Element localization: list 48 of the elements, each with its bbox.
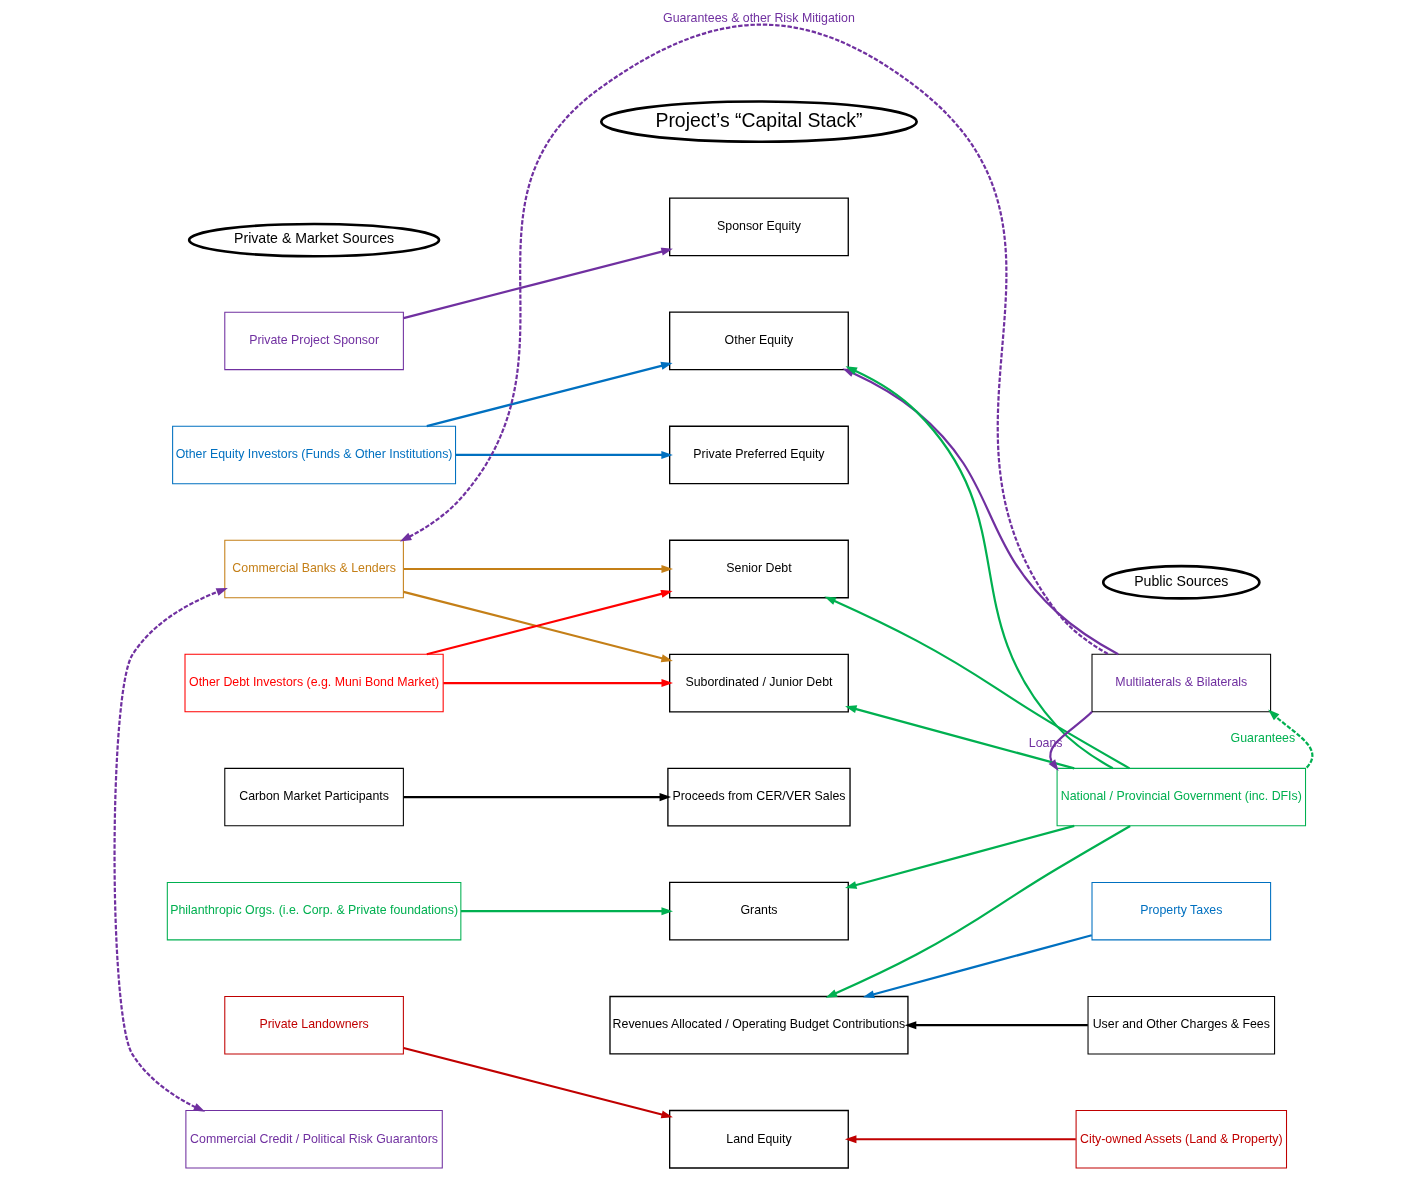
arrow [844, 1135, 1076, 1144]
arrow [403, 247, 673, 320]
arrow [461, 907, 673, 916]
node-box: Land Equity [669, 1109, 849, 1169]
edge-label: Guarantees [1230, 730, 1296, 745]
node-box: Other Equity Investors (Funds & Other Institutions) [172, 425, 457, 485]
arrow [825, 825, 1131, 998]
node-box: Philanthropic Orgs. (i.e. Corp. & Private foundations) [166, 881, 462, 941]
edge-label: Guarantees & other Risk Mitigation [663, 10, 855, 25]
node-box: Private Preferred Equity [669, 425, 849, 485]
arrow [845, 705, 1075, 770]
arrow [426, 361, 673, 428]
arrow [403, 564, 673, 574]
arrow [403, 590, 673, 663]
node-box: Subordinated / Junior Debt [669, 653, 849, 713]
node-box: Private Landowners [224, 995, 404, 1055]
arrow [455, 450, 673, 459]
node-box: National / Provincial Government (inc. DFIs) [1056, 767, 1307, 827]
arrow [403, 1046, 673, 1119]
arrow [862, 934, 1092, 999]
node-box: User and Other Charges & Fees [1087, 995, 1276, 1055]
node-box: Carbon Market Participants [224, 767, 404, 827]
node-ellipse: Public Sources [1101, 564, 1261, 600]
arrow [845, 366, 1114, 770]
arrow [443, 679, 673, 688]
node-box: Private Project Sponsor [224, 311, 404, 371]
node-box: Multilaterals & Bilaterals [1091, 653, 1272, 713]
node-box: Other Equity [669, 311, 849, 371]
node-box: Senior Debt [669, 539, 849, 599]
arrow [399, 23, 1110, 656]
arrow [824, 596, 1131, 770]
node-box: Property Taxes [1091, 881, 1272, 941]
node-box: Commercial Credit / Political Risk Guarantors [185, 1110, 443, 1169]
node-box: Proceeds from CER/VER Sales [667, 767, 851, 827]
node-ellipse: Private & Market Sources [187, 222, 441, 258]
node-ellipse: Project’s “Capital Stack” [599, 100, 918, 144]
node-box: Sponsor Equity [669, 197, 849, 257]
arrow [426, 589, 673, 656]
arrow [845, 824, 1075, 889]
node-box: Other Debt Investors (e.g. Muni Bond Market) [184, 653, 444, 713]
arrow [904, 1021, 1088, 1030]
arrow [403, 793, 672, 802]
node-box: City-owned Assets (Land & Property) [1075, 1110, 1288, 1169]
node-box: Commercial Banks & Lenders [224, 539, 404, 599]
node-box: Grants [669, 881, 849, 941]
arrow [113, 587, 228, 1112]
arrow [1048, 711, 1093, 772]
node-box: Revenues Allocated / Operating Budget Contributions [609, 995, 909, 1055]
